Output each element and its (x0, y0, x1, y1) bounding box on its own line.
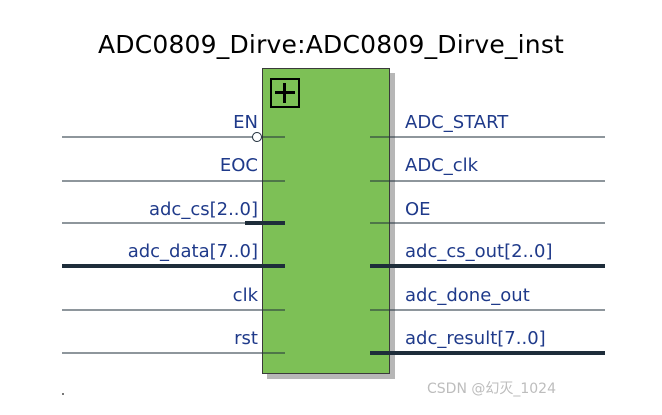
module-title: ADC0809_Dirve:ADC0809_Dirve_inst (97, 30, 565, 59)
output-pin-adc-cs-out: adc_cs_out[2..0] (405, 241, 553, 262)
input-pin-rst: rst (234, 328, 258, 349)
input-pin-eoc: EOC (219, 155, 258, 176)
plus-box-icon[interactable] (270, 78, 300, 108)
input-pin-en: EN (233, 112, 258, 133)
input-pin-adc-data: adc_data[7..0] (127, 241, 258, 262)
output-pin-adc-start: ADC_START (405, 112, 509, 133)
input-pin-adc-cs: adc_cs[2..0] (148, 199, 258, 220)
output-pin-adc-result: adc_result[7..0] (405, 328, 546, 349)
inversion-bubble (252, 132, 262, 142)
output-pin-adc-clk: ADC_clk (405, 155, 479, 176)
input-pin-clk: clk (232, 285, 258, 306)
output-pin-oe: OE (405, 199, 431, 220)
output-pin-adc-done-out: adc_done_out (405, 285, 530, 306)
stray-dot (62, 393, 64, 395)
watermark: CSDN @幻灭_1024 (427, 381, 556, 397)
